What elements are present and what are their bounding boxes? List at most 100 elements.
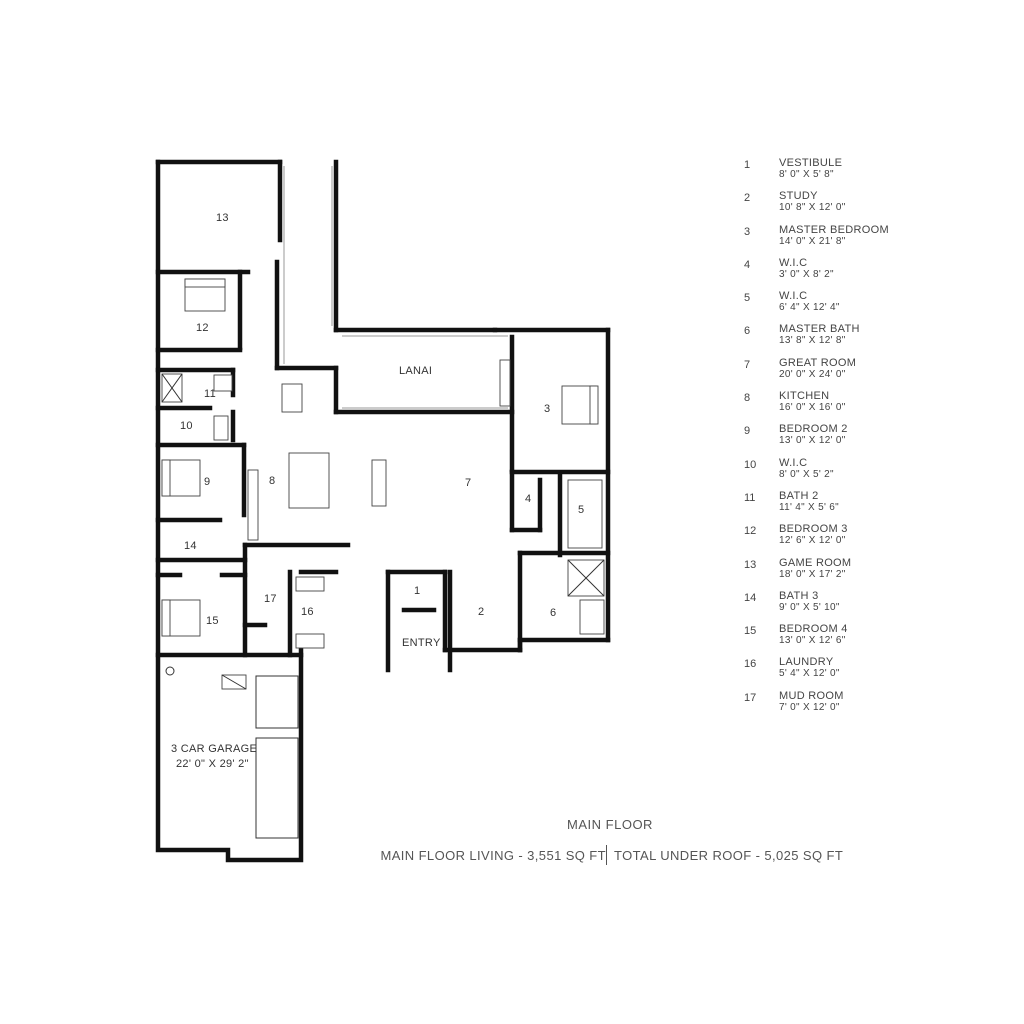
plan-label-11: 11 (204, 388, 216, 400)
legend-room-name: STUDY (779, 190, 818, 203)
legend-number: 10 (744, 458, 757, 471)
legend-room-dim: 11' 4" X 5' 6" (779, 501, 839, 513)
fixtures (161, 278, 605, 839)
total-area-caption: TOTAL UNDER ROOF - 5,025 SQ FT (614, 848, 844, 863)
legend-room-dim: 7' 0" X 12' 0" (779, 701, 840, 713)
lanai-walls (283, 166, 515, 473)
plan-label-1: 1 (414, 585, 420, 597)
legend-number: 4 (744, 258, 751, 271)
legend-room-name: W.I.C (779, 290, 808, 303)
legend-number: 13 (744, 558, 757, 571)
plan-label-6: 6 (550, 607, 556, 619)
legend-room-dim: 18' 0" X 17' 2" (779, 568, 846, 580)
legend-room-name: W.I.C (779, 456, 808, 469)
plan-label-13: 13 (216, 212, 229, 224)
plan-label-garage-dim: 22' 0" X 29' 2" (176, 758, 249, 770)
legend-room-name: LAUNDRY (779, 656, 834, 669)
legend-room-dim: 14' 0" X 21' 8" (779, 235, 846, 247)
plan-label-14: 14 (184, 540, 197, 552)
floor-title: MAIN FLOOR (567, 817, 653, 832)
legend-room-dim: 13' 0" X 12' 6" (779, 635, 846, 647)
legend-room-dim: 8' 0" X 5' 8" (779, 169, 834, 180)
legend-room-name: GAME ROOM (779, 556, 852, 569)
legend-room-name: KITCHEN (779, 390, 830, 403)
legend-room-dim: 12' 6" X 12' 0" (779, 535, 846, 547)
plan-label-17: 17 (264, 593, 277, 605)
plan-label-2: 2 (478, 606, 484, 618)
legend-number: 5 (744, 292, 751, 305)
legend-number: 6 (744, 325, 751, 338)
legend-number: 14 (744, 591, 757, 604)
plan-label-3: 3 (544, 403, 550, 415)
plan-label-5: 5 (578, 504, 584, 516)
plan-label-16: 16 (301, 606, 314, 618)
legend-room-dim: 20' 0" X 24' 0" (779, 368, 846, 380)
legend-room-dim: 13' 0" X 12' 0" (779, 435, 846, 447)
legend-number: 12 (744, 525, 757, 538)
legend-room-name: MUD ROOM (779, 689, 844, 702)
legend-room-name: BEDROOM 2 (779, 423, 848, 436)
legend-room-dim: 5' 4" X 12' 0" (779, 668, 840, 680)
legend-room-name: BEDROOM 4 (779, 623, 848, 636)
legend-number: 3 (744, 225, 751, 238)
legend-room-name: BATH 2 (779, 489, 819, 502)
legend-number: 9 (744, 425, 751, 438)
legend-room-name: W.I.C (779, 256, 808, 269)
legend-room-dim: 8' 0" X 5' 2" (779, 468, 834, 480)
plan-label-garage: 3 CAR GARAGE (171, 743, 257, 755)
plan-label-10: 10 (180, 420, 193, 432)
plan-label-entry: ENTRY (402, 637, 441, 649)
plan-label-8: 8 (269, 475, 275, 487)
legend-room-name: BEDROOM 3 (779, 523, 848, 536)
legend-room-name: MASTER BEDROOM (779, 223, 889, 236)
legend-room-dim: 16' 0" X 16' 0" (779, 402, 846, 414)
room-numbers: 13 12 11 10 9 8 7 3 4 5 6 2 1 14 15 16 1… (180, 212, 584, 627)
interior-walls (155, 269, 611, 658)
caption-divider (606, 845, 607, 865)
plan-label-12: 12 (196, 322, 209, 334)
legend-room-name: MASTER BATH (779, 323, 860, 336)
plan-label-lanai: LANAI (399, 365, 432, 377)
plan-label-7: 7 (465, 477, 471, 489)
plan-label-4: 4 (525, 493, 531, 505)
legend-room-dim: 6' 4" X 12' 4" (779, 302, 840, 314)
legend-room-dim: 3' 0" X 8' 2" (779, 268, 834, 280)
legend-room-name: GREAT ROOM (779, 356, 857, 369)
legend-room-dim: 9' 0" X 5' 10" (779, 601, 840, 613)
legend-room-name: BATH 3 (779, 589, 819, 602)
legend-room-dim: 10' 8" X 12' 0" (779, 202, 846, 214)
plan-label-15: 15 (206, 615, 219, 627)
legend-number: 11 (744, 491, 756, 504)
legend-room-dim: 13' 8" X 12' 8" (779, 335, 846, 347)
legend-number: 1 (744, 159, 751, 171)
exterior-walls (155, 159, 611, 863)
legend-room-name: VESTIBULE (779, 157, 843, 169)
living-area-caption: MAIN FLOOR LIVING - 3,551 SQ FT (380, 848, 606, 863)
legend-number: 8 (744, 392, 751, 405)
legend-number: 17 (744, 691, 757, 704)
legend-number: 2 (744, 192, 751, 205)
legend-number: 16 (744, 658, 757, 671)
legend-number: 15 (744, 625, 757, 638)
legend-number: 7 (744, 358, 751, 371)
